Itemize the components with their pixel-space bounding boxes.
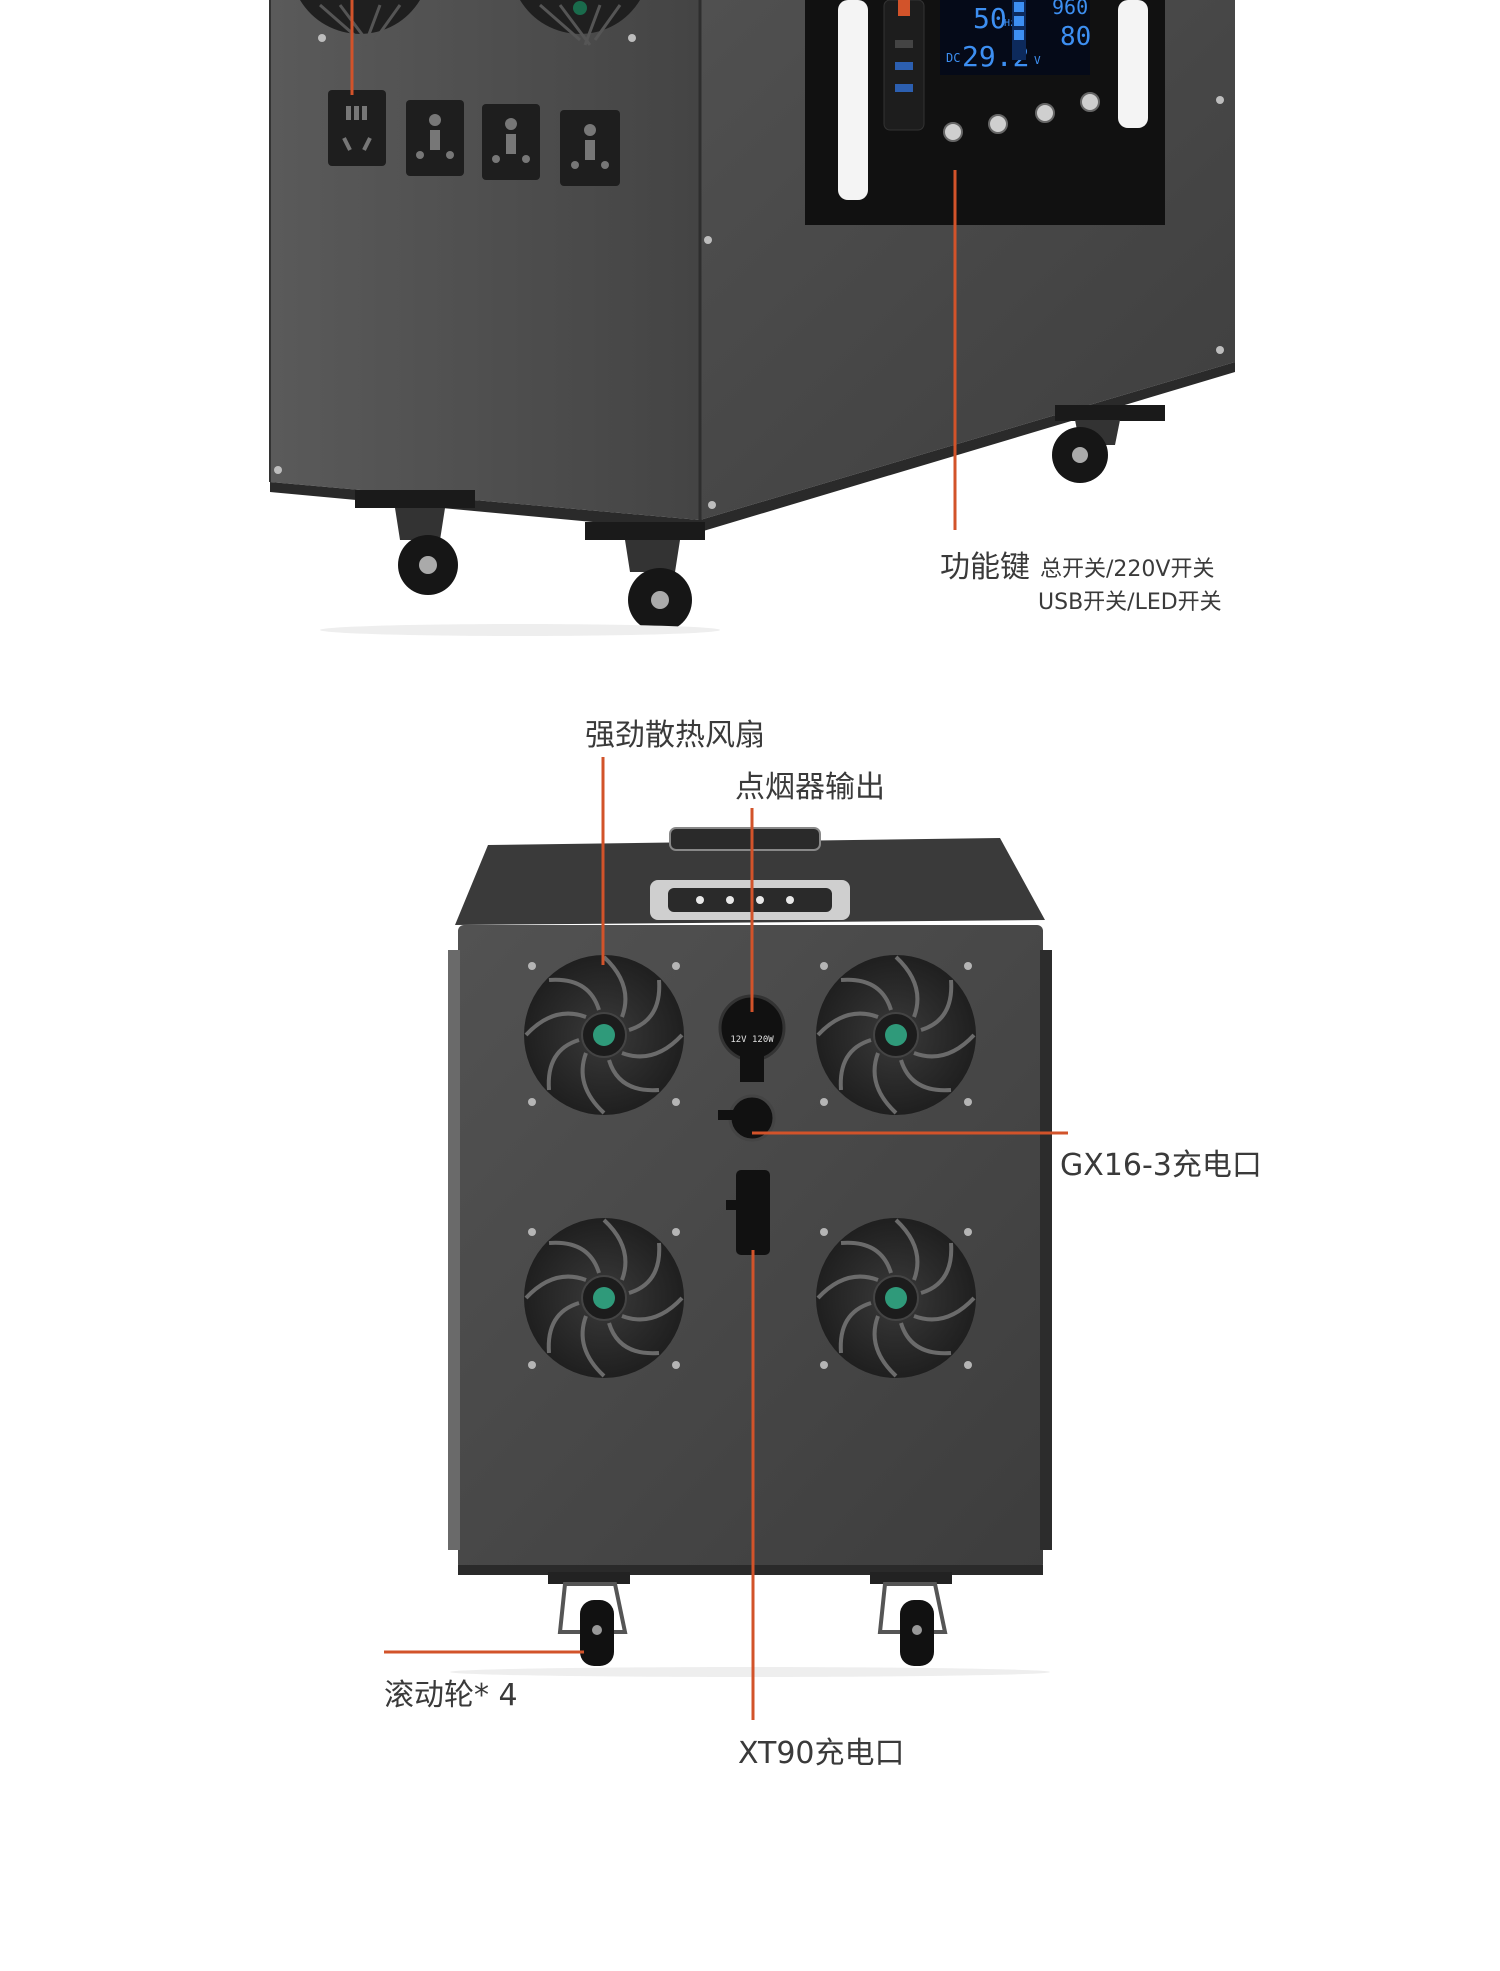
rear-fan-top-left-icon bbox=[524, 955, 684, 1115]
socket-rating-text: 12V 120W bbox=[730, 1035, 774, 1045]
led-button[interactable] bbox=[1080, 92, 1100, 112]
rear-wheel-left-icon bbox=[548, 1572, 630, 1666]
ac-socket-3-icon bbox=[482, 104, 540, 180]
carry-handle-top-icon bbox=[669, 827, 821, 851]
rear-wheel-right-icon bbox=[870, 1572, 952, 1666]
control-panel: 50 Hz DC 29.2 V 960 80 bbox=[805, 0, 1165, 225]
callout-gx16-label: GX16-3充电口 bbox=[1060, 1148, 1262, 1183]
rear-fan-top-right-icon bbox=[816, 955, 976, 1115]
usb-button[interactable] bbox=[1035, 103, 1055, 123]
function-keys-line-2: USB开关/LED开关 bbox=[1038, 590, 1222, 615]
callout-fan-label: 强劲散热风扇 bbox=[585, 718, 765, 753]
gx16-port-icon bbox=[718, 1094, 776, 1142]
callout-xt90-label: XT90充电口 bbox=[738, 1736, 905, 1771]
lcd-right-bottom-value: 80 bbox=[1060, 22, 1091, 52]
led-bar-left bbox=[838, 0, 868, 200]
ac-220v-button[interactable] bbox=[988, 114, 1008, 134]
cigarette-lighter-socket-icon: 12V 120W bbox=[718, 994, 786, 1082]
top-unit-side-panel bbox=[270, 0, 700, 520]
top-wheel-2-icon bbox=[585, 522, 705, 632]
power-button[interactable] bbox=[943, 122, 963, 142]
lcd-freq-unit: Hz bbox=[1004, 18, 1016, 29]
callout-cigarette-label: 点烟器输出 bbox=[735, 770, 885, 805]
lcd-right-top-value: 960 bbox=[1052, 0, 1088, 19]
lcd-voltage-label: DC bbox=[946, 51, 960, 65]
ac-socket-1-icon bbox=[328, 90, 386, 166]
rear-callout-lines bbox=[384, 757, 1068, 1720]
top-fan-left-icon bbox=[300, 0, 420, 46]
lcd-voltage-unit: V bbox=[1034, 54, 1041, 67]
top-fan-right-icon bbox=[520, 0, 640, 46]
lcd-freq-value: 50 bbox=[973, 2, 1007, 35]
function-keys-line-1: 总开关/220V开关 bbox=[1040, 557, 1215, 582]
function-buttons bbox=[943, 92, 1100, 142]
carry-handle-front-icon bbox=[650, 880, 850, 920]
top-unit: 50 Hz DC 29.2 V 960 80 bbox=[269, 0, 1235, 636]
callout-wheels-label: 滚动轮* 4 bbox=[384, 1678, 518, 1713]
ac-socket-2-icon bbox=[406, 100, 464, 176]
ac-sockets bbox=[328, 90, 620, 186]
ac-socket-4-icon bbox=[560, 110, 620, 186]
rear-unit: 12V 120W bbox=[384, 757, 1068, 1720]
top-unit-screws bbox=[274, 34, 1224, 509]
top-wheels bbox=[320, 405, 1165, 636]
rear-fan-bottom-left-icon bbox=[524, 1218, 684, 1378]
led-bar-right bbox=[1118, 0, 1148, 128]
rear-fan-bottom-right-icon bbox=[816, 1218, 976, 1378]
function-keys-title: 功能键 bbox=[940, 550, 1030, 585]
top-wheel-1-icon bbox=[355, 490, 475, 595]
rear-screws bbox=[528, 962, 972, 1369]
xt90-port-icon bbox=[726, 1170, 770, 1255]
top-wheel-3-icon bbox=[1052, 405, 1165, 483]
